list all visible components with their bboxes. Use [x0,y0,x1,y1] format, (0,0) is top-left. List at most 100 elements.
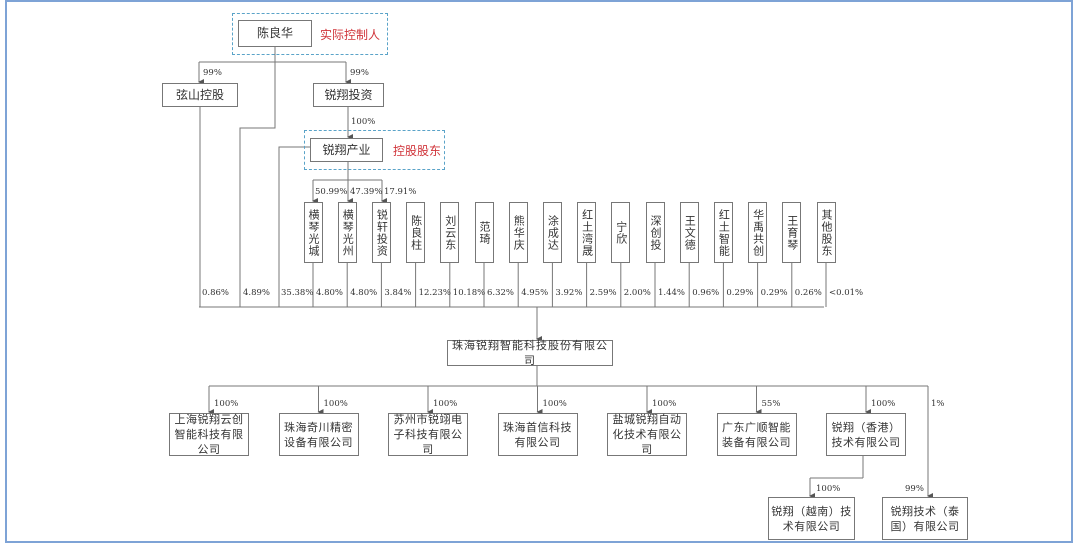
subsidiary-name: 锐翔（香港）技术有限公司 [831,420,901,449]
company-name: 珠海锐翔智能科技股份有限公司 [452,339,608,367]
shareholder-name: 宁欣 [614,220,628,245]
shareholder-box: 陈良柱 [406,202,426,263]
subsidiary-box: 珠海首信科技有限公司 [497,413,578,456]
ruixiang-industry-pct: 100% [351,117,376,127]
controller-name: 陈良华 [256,26,293,40]
subsidiary-box: 苏州市锐翊电子科技有限公司 [388,413,468,456]
shareholder-name: 涂成达 [546,214,560,251]
shareholder-pct: 0.26% [794,288,822,298]
shareholder-name: 锐轩投资 [375,208,389,257]
diagram-frame [5,0,1073,543]
subsidiary-pct: 100% [542,399,567,409]
subsidiary-name: 苏州市锐翊电子科技有限公司 [393,413,463,456]
shareholder-name: 华禹共创 [751,208,765,257]
shareholder-pct: 4.80% [350,288,378,298]
subsidiary-name: 上海锐翔云创智能科技有限公司 [174,413,244,456]
actual-controller-tag: 实际控制人 [320,28,381,42]
shareholder-pct: 0.96% [692,288,720,298]
thailand-subsidiary-name: 锐翔技术（泰国）有限公司 [890,504,960,533]
shareholder-box: 刘云东 [440,202,460,263]
xianshan-company-pct: 0.86% [202,288,230,298]
industry-holding-pct: 50.99% [315,187,348,197]
vietnam-pct: 100% [816,484,841,494]
ruixiang-industry-box: 锐翔产业 [310,138,383,162]
subsidiary-box: 上海锐翔云创智能科技有限公司 [169,413,249,456]
subsidiary-box: 珠海奇川精密设备有限公司 [278,413,359,456]
xianshan-name: 弦山控股 [175,87,224,102]
shareholder-pct: 4.80% [316,288,344,298]
shareholder-name: 王育琴 [785,214,799,251]
subsidiary-pct: 55% [761,399,781,409]
shareholder-name: 深创投 [649,214,662,251]
shareholder-name: 红土湾晟 [580,208,594,257]
shareholder-pct: 10.18% [452,288,486,298]
shareholder-box: 华禹共创 [748,202,768,263]
ruixiang-invest-pct: 99% [350,68,369,78]
shareholder-name: 刘云东 [443,214,457,251]
shareholder-box: 熊华庆 [508,202,528,263]
shareholder-name: 王文德 [683,214,697,251]
subsidiary-box: 锐翔（香港）技术有限公司 [826,413,906,456]
ruixiang-industry-name: 锐翔产业 [322,142,371,157]
shareholder-name: 范琦 [478,220,491,245]
subsidiary-pct: 100% [323,399,348,409]
shareholder-box: 锐轩投资 [371,202,391,263]
shareholder-box: 宁欣 [611,202,631,263]
ruixiang-invest-name: 锐翔投资 [324,87,373,102]
shareholder-box: 王育琴 [782,202,802,263]
subsidiary-name: 珠海首信科技有限公司 [503,420,572,449]
vietnam-subsidiary-box: 锐翔（越南）技术有限公司 [768,497,855,540]
controller-company-pct: 4.89% [243,288,271,298]
shareholder-pct: 3.84% [384,288,412,298]
controlling-shareholder-group [304,130,445,170]
subsidiary-name: 珠海奇川精密设备有限公司 [284,420,353,449]
xianshan-box: 弦山控股 [162,83,238,107]
shareholder-box: 红土智能 [713,202,733,263]
shareholder-pct: 12.23% [418,288,452,298]
xianshan-pct: 99% [203,68,222,78]
ruixiang-invest-box: 锐翔投资 [313,83,384,107]
controlling-shareholder-tag: 控股股东 [393,144,442,158]
vietnam-subsidiary-name: 锐翔（越南）技术有限公司 [771,504,852,533]
company-box: 珠海锐翔智能科技股份有限公司 [447,339,613,367]
shareholder-box: 其他股东 [816,202,836,263]
industry-holding-pct: 47.39% [350,187,383,197]
industry-company-pct: 35.38% [281,288,314,298]
shareholder-name: 熊华庆 [512,214,526,251]
shareholder-pct: 3.92% [555,288,583,298]
subsidiary-box: 盐城锐翔自动化技术有限公司 [607,413,687,456]
shareholder-pct: 0.29% [760,288,788,298]
shareholder-pct: 2.59% [589,288,617,298]
shareholder-box: 红土湾晟 [577,202,597,263]
thailand-company-pct: 1% [931,399,945,409]
shareholder-box: 王文德 [679,202,699,263]
actual-controller-group [232,13,388,55]
shareholder-box: 深创投 [645,202,665,263]
shareholder-name: 其他股东 [820,208,833,257]
controller-box: 陈良华 [238,20,312,47]
shareholder-name: 陈良柱 [409,214,423,251]
subsidiary-pct: 100% [871,399,896,409]
thailand-subsidiary-box: 锐翔技术（泰国）有限公司 [882,497,968,540]
industry-holding-pct: 17.91% [384,187,417,197]
subsidiary-name: 广东广顺智能装备有限公司 [722,420,791,449]
shareholder-box: 涂成达 [542,202,562,263]
shareholder-name: 横琴光州 [341,208,355,257]
subsidiary-pct: 100% [433,399,458,409]
subsidiary-box: 广东广顺智能装备有限公司 [716,413,797,456]
subsidiary-pct: 100% [214,399,239,409]
shareholder-name: 红土智能 [717,208,731,257]
shareholder-pct: 0.29% [726,288,754,298]
shareholder-pct: 4.95% [521,288,549,298]
shareholder-pct: <0.01% [829,288,864,298]
subsidiary-name: 盐城锐翔自动化技术有限公司 [612,413,682,456]
shareholder-box: 横琴光城 [303,202,323,263]
shareholder-pct: 1.44% [658,288,686,298]
shareholder-name: 横琴光城 [307,208,320,257]
subsidiary-pct: 100% [652,399,677,409]
thailand-hk-pct: 99% [905,484,924,494]
shareholder-pct: 2.00% [623,288,651,298]
shareholder-box: 横琴光州 [337,202,357,263]
shareholder-pct: 6.32% [487,288,515,298]
